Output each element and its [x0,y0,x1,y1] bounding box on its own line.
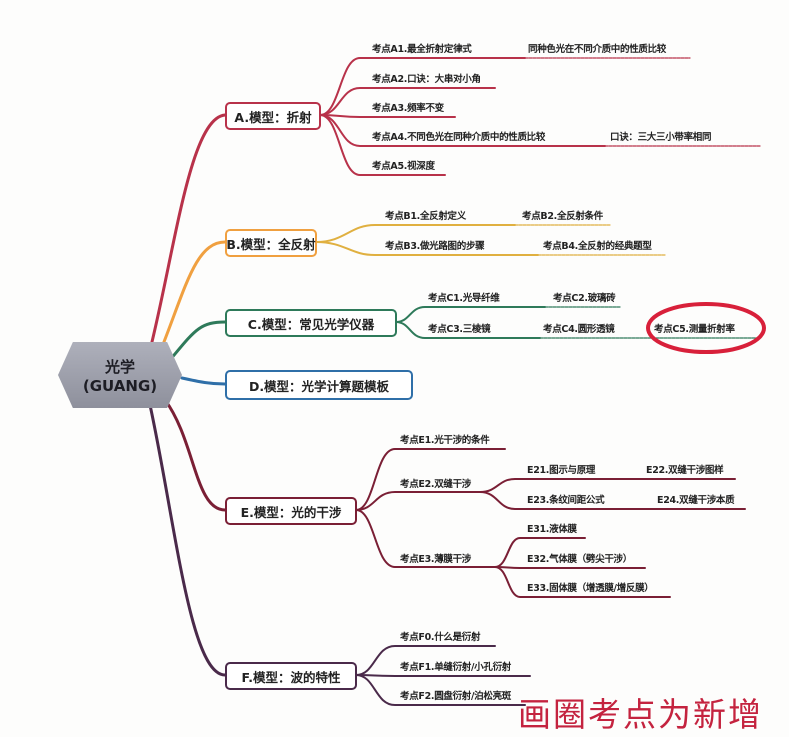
leaf-e21[interactable]: E21.图示与原理 [527,465,596,476]
leaf-e24[interactable]: E24.双缝干涉本质 [657,495,735,506]
branch-c[interactable]: C.模型：常见光学仪器 [225,309,397,337]
leaf-c3[interactable]: 考点C3.三棱镜 [428,324,491,335]
root-node[interactable]: 光学 (GUANG) [58,342,182,408]
root-subtitle: (GUANG) [82,376,158,395]
leaf-b2[interactable]: 考点B2.全反射条件 [522,211,603,222]
leaf-f1[interactable]: 考点F1.单缝衍射/小孔衍射 [400,662,511,673]
leaf-e3[interactable]: 考点E3.薄膜干涉 [400,554,472,565]
leaf-e1[interactable]: 考点E1.光干涉的条件 [400,435,490,446]
annotation-text: 画圈考点为新增 [518,695,763,734]
branch-a[interactable]: A.模型：折射 [225,102,321,130]
leaf-e23[interactable]: E23.条纹间距公式 [527,495,605,506]
root-title: 光学 [104,357,135,376]
leaf-e33[interactable]: E33.固体膜（增透膜/增反膜） [527,583,654,594]
leaf-f2[interactable]: 考点F2.圆盘衍射/泊松亮斑 [400,691,511,702]
branch-e[interactable]: E.模型：光的干涉 [225,497,357,525]
leaf-a1-note[interactable]: 同种色光在不同介质中的性质比较 [528,44,667,55]
leaf-c5[interactable]: 考点C5.测量折射率 [654,324,735,335]
leaf-e32[interactable]: E32.气体膜（劈尖干涉） [527,554,632,565]
leaf-b3[interactable]: 考点B3.做光路图的步骤 [385,241,485,252]
leaf-f0[interactable]: 考点F0.什么是衍射 [400,632,481,643]
leaf-e31[interactable]: E31.液体膜 [527,524,577,535]
leaf-c1[interactable]: 考点C1.光导纤维 [428,293,500,304]
leaf-a3[interactable]: 考点A3.频率不变 [372,103,444,114]
leaf-c2[interactable]: 考点C2.玻璃砖 [553,293,616,304]
leaf-b1[interactable]: 考点B1.全反射定义 [385,211,466,222]
leaf-a1[interactable]: 考点A1.最全折射定律式 [372,44,472,55]
leaf-a4-note[interactable]: 口诀：三大三小带率相同 [610,132,712,143]
leaf-a4[interactable]: 考点A4.不同色光在同种介质中的性质比较 [372,132,546,143]
leaf-e22[interactable]: E22.双缝干涉图样 [646,465,724,476]
branch-d[interactable]: D.模型：光学计算题模板 [225,370,413,400]
leaf-a5[interactable]: 考点A5.视深度 [372,161,435,172]
branch-b[interactable]: B.模型：全反射 [225,229,317,257]
branch-f[interactable]: F.模型：波的特性 [225,662,357,690]
leaf-e2[interactable]: 考点E2.双缝干涉 [400,479,472,490]
new-item-circle [646,302,766,354]
leaf-c4[interactable]: 考点C4.圆形透镜 [543,324,615,335]
leaf-b4[interactable]: 考点B4.全反射的经典题型 [543,241,652,252]
leaf-a2[interactable]: 考点A2.口诀：大串对小角 [372,74,481,85]
